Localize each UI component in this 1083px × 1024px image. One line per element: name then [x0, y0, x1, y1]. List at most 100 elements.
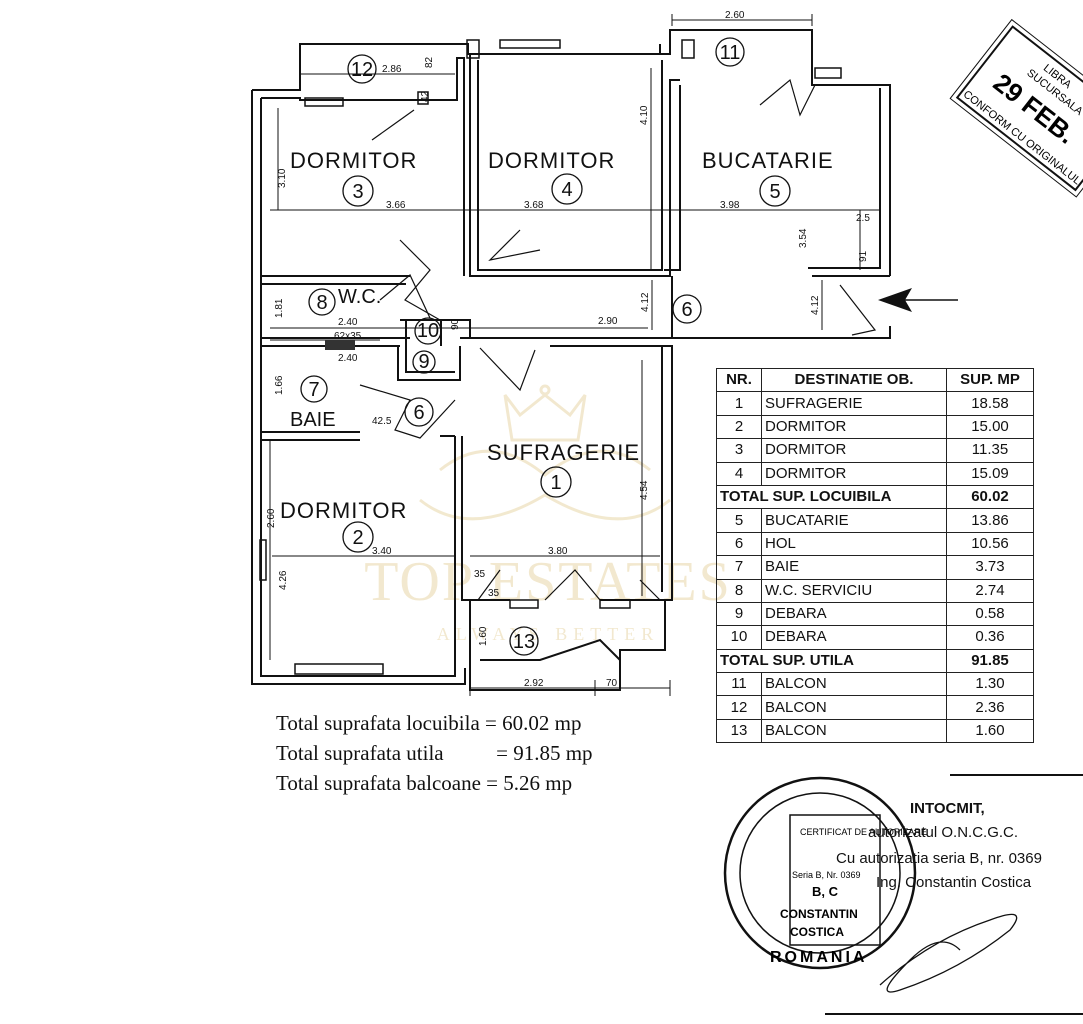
signature-title: INTOCMIT,	[910, 800, 985, 817]
room-number-4: 4	[561, 179, 572, 201]
room-label-wc: W.C.	[338, 286, 381, 308]
cell-destinatie: BAIE	[761, 555, 947, 580]
table-header-row: NR. DESTINATIE OB. SUP. MP	[716, 367, 1034, 393]
dimension-label: 3.40	[372, 546, 392, 557]
door-swings	[359, 78, 877, 601]
table-header-nr: NR.	[716, 367, 762, 393]
dimension-label: 2.60	[725, 10, 745, 21]
cell-nr: 1	[716, 391, 762, 416]
room-label-dormitor-3: DORMITOR	[290, 148, 417, 173]
cell-sup: 0.36	[946, 625, 1034, 650]
cell-destinatie: SUFRAGERIE	[761, 391, 947, 416]
dimension-label: 91	[858, 250, 869, 262]
conformity-stamp: LIBRA SUCURSALA 29 FEB. CONFORM CU ORIGI…	[949, 18, 1083, 198]
cell-total-label: TOTAL SUP. UTILA	[716, 648, 947, 674]
entrance-arrow-icon	[878, 288, 958, 312]
cell-destinatie: BALCON	[761, 672, 947, 697]
dimension-label: 4.12	[640, 292, 651, 312]
cell-sup: 2.36	[946, 695, 1034, 720]
signature-line-3: Ing. Constantin Costica	[876, 874, 1032, 891]
room-label-sufragerie: SUFRAGERIE	[487, 440, 640, 465]
cell-sup: 18.58	[946, 391, 1034, 416]
cell-destinatie: DORMITOR	[761, 461, 947, 486]
dimension-label: 1.81	[274, 298, 285, 318]
dimension-label: 2.40	[338, 317, 358, 328]
room-number-labels: 3 4 5 8 7 1 2 6 6 9 10 11 12 13	[308, 42, 780, 653]
room-number-3: 3	[352, 181, 363, 203]
cell-nr: 9	[716, 601, 762, 627]
seal-center-line-2: Seria B, Nr. 0369	[792, 870, 861, 880]
dimension-label: 82	[424, 56, 435, 68]
seal-center-line-1: CERTIFICAT DE AUTORIZARE	[800, 827, 927, 837]
room-number-6-corridor: 6	[413, 402, 424, 424]
cell-nr: 3	[716, 438, 762, 463]
seal-ring-bottom: ROMANIA	[770, 949, 867, 966]
total-balcoane: Total suprafata balcoane = 5.26 mp	[276, 771, 573, 795]
total-utila: Total suprafata utila = 91.85 mp	[276, 741, 593, 765]
cell-nr: 2	[716, 414, 762, 440]
cell-destinatie: DORMITOR	[761, 438, 947, 463]
cell-nr: 13	[716, 718, 762, 744]
dimension-label: 2.90	[598, 316, 618, 327]
dimension-label: 2.5	[856, 213, 870, 224]
signature-block: INTOCMIT, autorizatul O.N.C.G.C. Cu auto…	[728, 772, 1083, 1024]
room-number-12: 12	[351, 59, 373, 81]
room-number-5: 5	[769, 181, 780, 203]
cell-nr: 11	[716, 672, 762, 697]
signature-scribble	[879, 913, 1018, 993]
seal-center-line-4: CONSTANTIN	[780, 907, 858, 921]
room-number-1: 1	[550, 472, 561, 494]
cell-destinatie: HOL	[761, 531, 947, 557]
dimension-label: 1.60	[478, 626, 489, 646]
windows	[259, 39, 842, 675]
cell-nr: 10	[716, 625, 762, 650]
cell-sup: 1.30	[946, 672, 1034, 697]
seal-center-line-5: COSTICA	[790, 925, 844, 939]
room-labels: DORMITOR DORMITOR BUCATARIE W.C. BAIE SU…	[280, 148, 833, 523]
cell-sup: 91.85	[946, 648, 1034, 674]
cell-nr: 8	[716, 578, 762, 603]
dimension-label: 3.10	[277, 168, 288, 188]
dimension-label: 4.10	[639, 105, 650, 125]
cell-nr: 12	[716, 695, 762, 720]
room-number-10: 10	[417, 320, 439, 342]
cell-sup: 10.56	[946, 531, 1034, 557]
cell-nr: 7	[716, 555, 762, 580]
dimension-label: 3.66	[386, 200, 406, 211]
dimension-label: 70	[606, 678, 618, 689]
cell-sup: 2.74	[946, 578, 1034, 603]
cell-sup: 0.58	[946, 601, 1034, 627]
cell-nr: 6	[716, 531, 762, 557]
dimension-label: 35	[474, 569, 486, 580]
dimension-label: 35	[488, 588, 500, 599]
dimension-label: 42.5	[372, 416, 392, 427]
room-label-baie: BAIE	[290, 409, 336, 431]
cell-destinatie: BALCON	[761, 695, 947, 720]
cell-destinatie: BALCON	[761, 718, 947, 744]
dimension-label: 4.54	[639, 480, 650, 500]
watermark: TOP ESTATES ALWAYS BETTER	[364, 384, 732, 644]
watermark-brand: TOP ESTATES	[364, 551, 732, 613]
room-number-9: 9	[418, 351, 429, 373]
dimension-label: 3.98	[720, 200, 740, 211]
dimension-label: 4.12	[810, 295, 821, 315]
cell-destinatie: DEBARA	[761, 625, 947, 650]
room-number-6-hall: 6	[681, 299, 692, 321]
cell-sup: 1.60	[946, 718, 1034, 744]
room-number-7: 7	[308, 379, 319, 401]
dimension-labels: 2.60 2.86 82 42 3.10 4.10 3.66 3.68 3.98…	[266, 10, 870, 689]
dimension-label: 3.80	[548, 546, 568, 557]
room-label-dormitor-2: DORMITOR	[280, 498, 407, 523]
dimension-label: 2.86	[382, 64, 402, 75]
